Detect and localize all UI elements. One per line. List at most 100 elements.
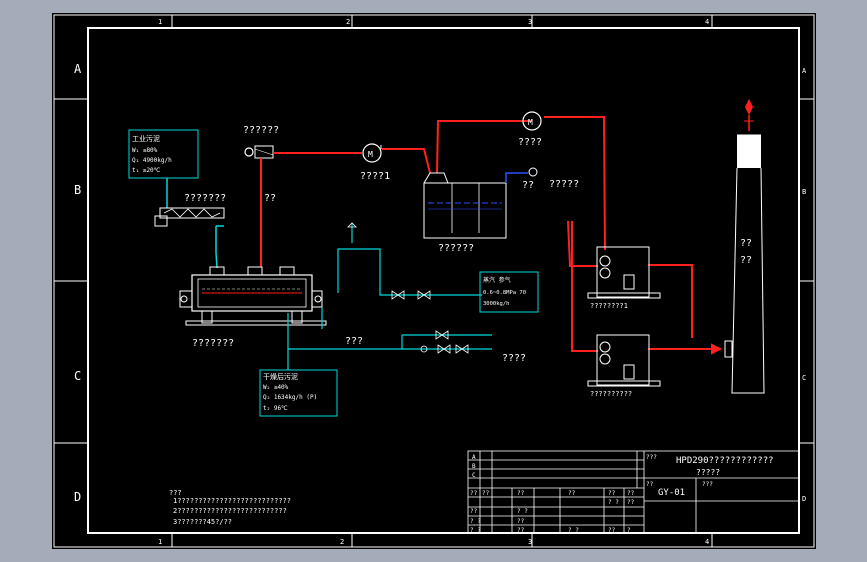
row-label-d-right: D: [802, 495, 806, 503]
tb-sig-11: ??: [608, 527, 616, 534]
deodorizer-unit-1: ????????1: [587, 246, 661, 310]
tb-sig-9: ??: [627, 499, 635, 506]
deodorizer-1-label: ????????1: [590, 302, 628, 310]
process-flow-diagram: 1 2 3 4 1 2 3 4 A B C D A B C D 工业污泥 W₁ …: [53, 14, 815, 548]
top-pump-label: ??????: [243, 125, 279, 136]
wet-sludge-info-box: 工业污泥 W₁ ≤80% Q₁ 4900kg/h t₁ ≥20℃: [128, 129, 199, 179]
wet-sludge-title: 工业污泥: [132, 134, 160, 143]
sheet-label: ???: [646, 454, 657, 461]
revision-mark-b: B: [472, 463, 476, 470]
scrubber-label: ??????: [438, 243, 474, 254]
tb-sig-7: ??: [517, 527, 525, 534]
tb-sig-8: ? ?: [608, 499, 619, 506]
col-label-2: 2: [346, 18, 350, 26]
tb-sig-6: ??: [517, 518, 525, 525]
tb-small-2: ???: [702, 481, 713, 488]
water-supply: ?? ?????: [505, 167, 579, 191]
condensate-label: ????: [502, 353, 526, 364]
col-label-2-bottom: 2: [340, 538, 344, 546]
row-label-c-right: C: [802, 374, 806, 382]
dry-sludge-line-2: Q₂ 1634kg/h (P): [263, 394, 317, 401]
water-label: ??: [522, 180, 534, 191]
sludge-dryer: ???????: [179, 266, 327, 349]
deodorizer-unit-2: ??????????: [587, 334, 661, 398]
dry-sludge-line-3: t₂ 96℃: [263, 405, 288, 412]
row-label-c: C: [74, 369, 81, 383]
steam-info-box: 蒸汽 参气 0.6~0.8MPa 70 3000kg/h: [479, 271, 539, 313]
dry-sludge-line-1: W₂ ≤40%: [263, 384, 289, 391]
steam-line-2: 3000kg/h: [483, 301, 510, 307]
scrubber-tank: ??????: [423, 172, 507, 254]
fan-2-label: ????: [518, 137, 542, 148]
steam-lines: [287, 223, 492, 350]
note-line-1: 1???????????????????????????: [173, 497, 291, 505]
water-extra-label: ?????: [549, 179, 579, 190]
title-block-text: A B C ??? HPD290???????????? ????? GY-01…: [470, 454, 774, 534]
tb-sig-1: ??: [517, 490, 525, 497]
valves: [347, 222, 469, 354]
chimney-flame-icon: [745, 99, 753, 115]
note-line-2: 2??????????????????????????: [173, 507, 287, 515]
wet-sludge-line-1: W₁ ≤80%: [132, 147, 158, 154]
tb-sig-3: ??: [608, 490, 616, 497]
col-label-1-bottom: 1: [158, 538, 162, 546]
steam-title: 蒸汽 参气: [483, 276, 511, 284]
chimney-label-2: ??: [740, 255, 752, 266]
fan-2-icon: [522, 111, 542, 131]
tb-sig-12: ?: [627, 527, 631, 534]
col-label-4: 4: [705, 18, 709, 26]
tb-sig-5: ? ?: [517, 508, 528, 515]
dry-sludge-title: 干燥后污泥: [263, 372, 298, 381]
col-label-4-bottom: 4: [705, 538, 709, 546]
notes-heading: ???: [169, 489, 182, 497]
row-label-a: A: [74, 62, 82, 76]
tb-small-3: ??: [482, 490, 490, 497]
revision-mark-a: A: [472, 454, 476, 461]
tb-sig-10: ? ?: [568, 527, 579, 534]
row-label-b: B: [74, 183, 81, 197]
row-label-d: D: [74, 490, 81, 504]
fan-1-icon: [362, 143, 382, 163]
dryer-label: ???????: [192, 338, 234, 349]
fan-1-label: ????1: [360, 171, 390, 182]
col-label-3-bottom: 3: [528, 538, 532, 546]
tb-row-label-1: ??: [470, 490, 478, 497]
tb-sig-2: ??: [568, 490, 576, 497]
fan-1-motor-glyph: M: [368, 150, 373, 159]
tb-row-label-4: ? ?: [470, 527, 481, 534]
chimney: ?? ??: [724, 99, 765, 394]
col-label-3: 3: [528, 18, 532, 26]
induced-draft-fan-2: M ????: [518, 111, 542, 148]
chimney-label-1: ??: [740, 238, 752, 249]
row-label-a-right: A: [802, 67, 807, 75]
drawing-sheet: 1 2 3 4 1 2 3 4 A B C D A B C D 工业污泥 W₁ …: [52, 13, 816, 549]
title-block: [467, 450, 800, 534]
deodorizer-2-label: ??????????: [590, 390, 632, 398]
induced-draft-fan-1: M ????1: [360, 143, 390, 182]
tb-row-label-2: ??: [470, 508, 478, 515]
feed-pump-label: ??: [264, 193, 276, 204]
steam-line-1: 0.6~0.8MPa 70: [483, 290, 526, 296]
tb-sig-4: ??: [627, 490, 635, 497]
row-label-b-right: B: [802, 188, 806, 196]
fan-2-motor-glyph: M: [528, 118, 533, 127]
tb-small-1: ??: [646, 481, 654, 488]
col-label-1: 1: [158, 18, 162, 26]
steam-pipe-label: ???: [345, 336, 363, 347]
exhaust-gas-path: [260, 116, 723, 355]
dry-sludge-info-box: 干燥后污泥 W₂ ≤40% Q₂ 1634kg/h (P) t₂ 96℃: [259, 349, 338, 417]
conveyor-label: ???????: [184, 193, 226, 204]
project-subtitle: ?????: [696, 468, 720, 477]
feed-pump-motor-icon: [244, 147, 254, 157]
drawing-frame: 1 2 3 4 1 2 3 4 A B C D A B C D: [53, 14, 815, 548]
screw-conveyor: ???????: [154, 193, 226, 269]
wet-sludge-line-3: t₁ ≥20℃: [132, 167, 161, 174]
project-title: HPD290????????????: [676, 456, 774, 466]
water-valve-icon: [528, 167, 538, 177]
wet-sludge-line-2: Q₁ 4900kg/h: [132, 157, 172, 164]
notes: ??? 1??????????????????????????? 2??????…: [169, 489, 291, 526]
drawing-number: GY-01: [658, 488, 685, 498]
revision-mark-c: C: [472, 472, 476, 479]
tb-row-label-3: ? ?: [470, 518, 481, 525]
note-line-3: 3???????45?/??: [173, 518, 232, 526]
